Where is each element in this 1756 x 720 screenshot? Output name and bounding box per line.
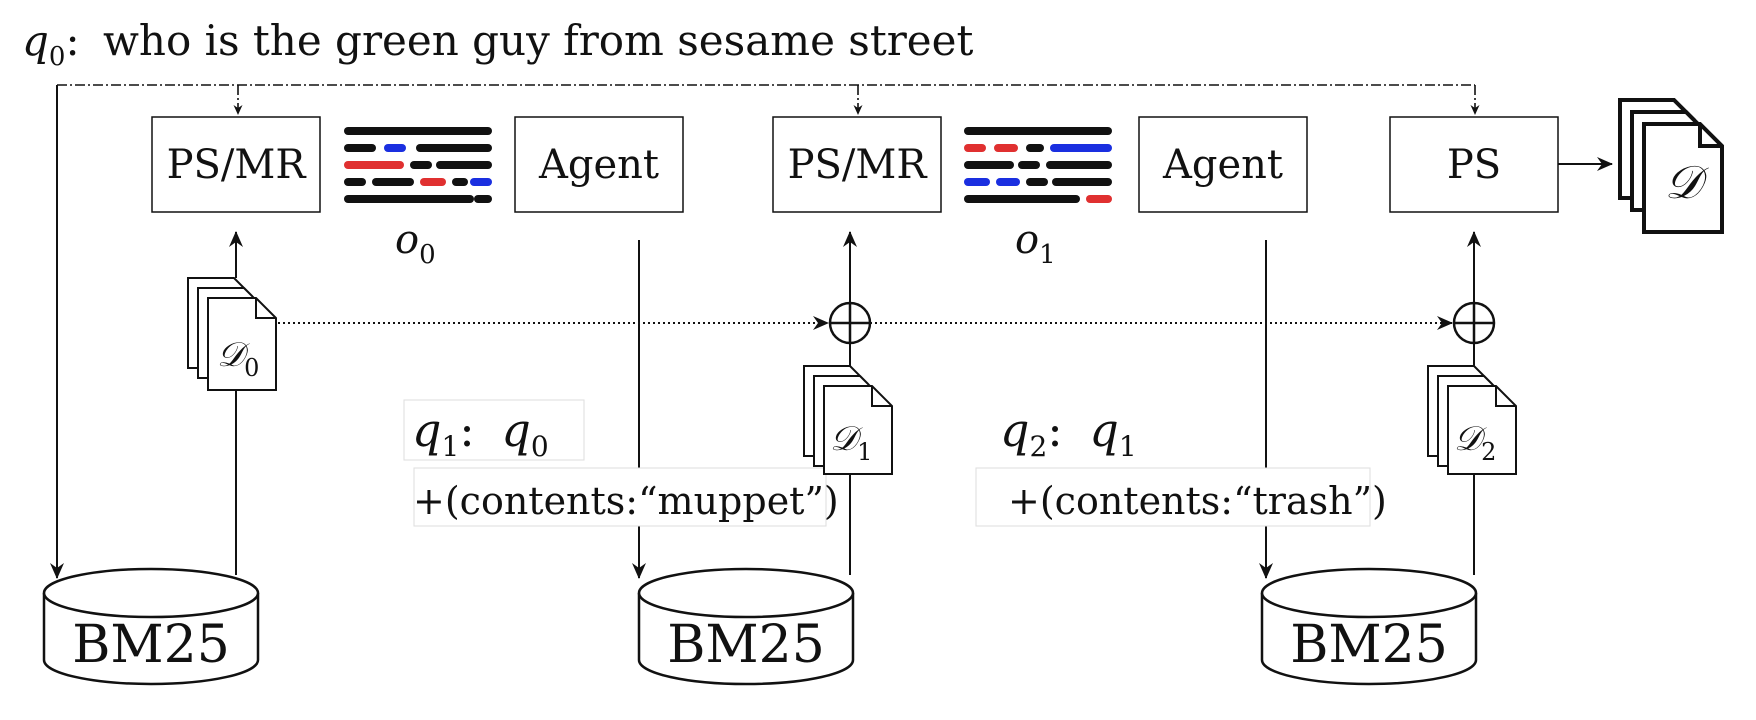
observation-1-lines [964, 127, 1112, 203]
query-2-addition: +(contents:“trash”) [1008, 479, 1387, 523]
ps-mr-label-1: PS/MR [788, 142, 929, 188]
document-stack-1 [803, 365, 893, 475]
bm25-cylinder-1 [637, 567, 855, 686]
query-2-label: q2: q1 [1000, 403, 1137, 463]
query-1-addition-box [413, 467, 827, 527]
agent-label-0: Agent [538, 142, 659, 188]
observation-0-lines [344, 127, 492, 203]
ps-mr-box-1 [772, 116, 942, 213]
combine-operator-1 [828, 301, 872, 345]
agent-box-0 [514, 116, 684, 213]
query-1-label: q1: q0 [412, 403, 549, 463]
query-2-addition-box [975, 467, 1371, 527]
bm25-label-0: BM25 [72, 615, 230, 675]
bm25-label-1: BM25 [667, 615, 825, 675]
agent-box-1 [1138, 116, 1308, 213]
query-1-box [403, 399, 585, 461]
observation-1-label: o1 [1015, 217, 1056, 270]
document-stack-0 [187, 277, 277, 391]
bm25-cylinder-2 [1260, 567, 1478, 686]
combine-operator-2 [1452, 301, 1496, 345]
bm25-cylinder-0 [42, 567, 260, 686]
query-1-addition: +(contents:“muppet”) [413, 479, 839, 523]
ps-box-2 [1389, 116, 1559, 213]
observation-0-label: o0 [395, 217, 436, 270]
ps-label-2: PS [1447, 142, 1501, 188]
query-0-label: q0: who is the green guy from sesame str… [22, 16, 973, 72]
ps-mr-box-0 [151, 116, 321, 213]
bm25-label-2: BM25 [1290, 615, 1448, 675]
agent-label-1: Agent [1162, 142, 1283, 188]
ps-mr-label-0: PS/MR [167, 142, 308, 188]
output-document-stack [1618, 98, 1724, 234]
document-stack-2 [1427, 365, 1517, 475]
